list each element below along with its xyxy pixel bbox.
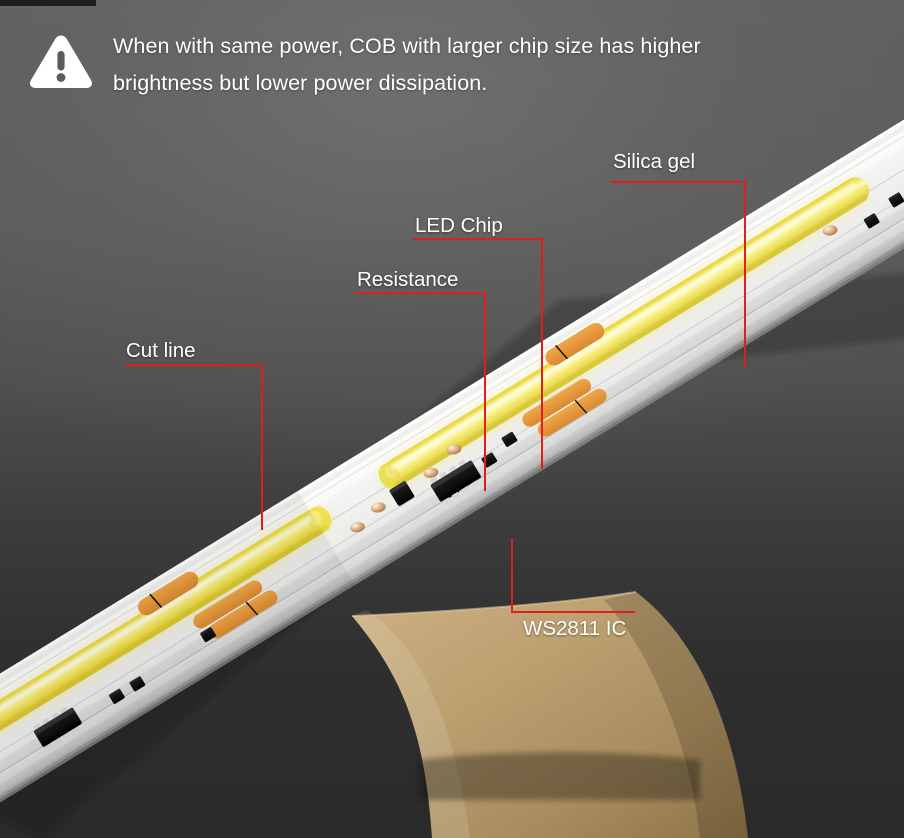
leader-line-resistance-horizontal	[355, 292, 486, 294]
notice-text: When with same power, COB with larger ch…	[113, 28, 853, 102]
callout-label-ws2811-ic: WS2811 IC	[523, 617, 627, 640]
leader-line-cut-line-vertical	[261, 364, 263, 530]
notice-header: When with same power, COB with larger ch…	[0, 0, 904, 120]
leader-line-led-chip-horizontal	[413, 238, 543, 240]
callout-label-silica-gel: Silica gel	[613, 150, 696, 173]
leader-line-silica-gel-horizontal	[611, 181, 746, 183]
notice-line-2: brightness but lower power dissipation.	[113, 71, 488, 95]
leader-line-ws2811-horizontal	[511, 611, 635, 613]
leader-line-silica-gel-vertical	[744, 181, 746, 367]
leader-line-led-chip-vertical	[541, 238, 543, 469]
callout-label-resistance: Resistance	[357, 268, 459, 291]
warning-triangle-icon	[29, 35, 93, 88]
top-edge-artifact	[0, 0, 96, 6]
callout-label-led-chip: LED Chip	[415, 214, 503, 237]
notice-line-1: When with same power, COB with larger ch…	[113, 34, 701, 58]
leader-line-cut-line-horizontal	[124, 364, 263, 366]
leader-line-resistance-vertical	[484, 292, 486, 491]
callout-label-cut-line: Cut line	[126, 339, 196, 362]
leader-line-ws2811-vertical	[511, 538, 513, 612]
